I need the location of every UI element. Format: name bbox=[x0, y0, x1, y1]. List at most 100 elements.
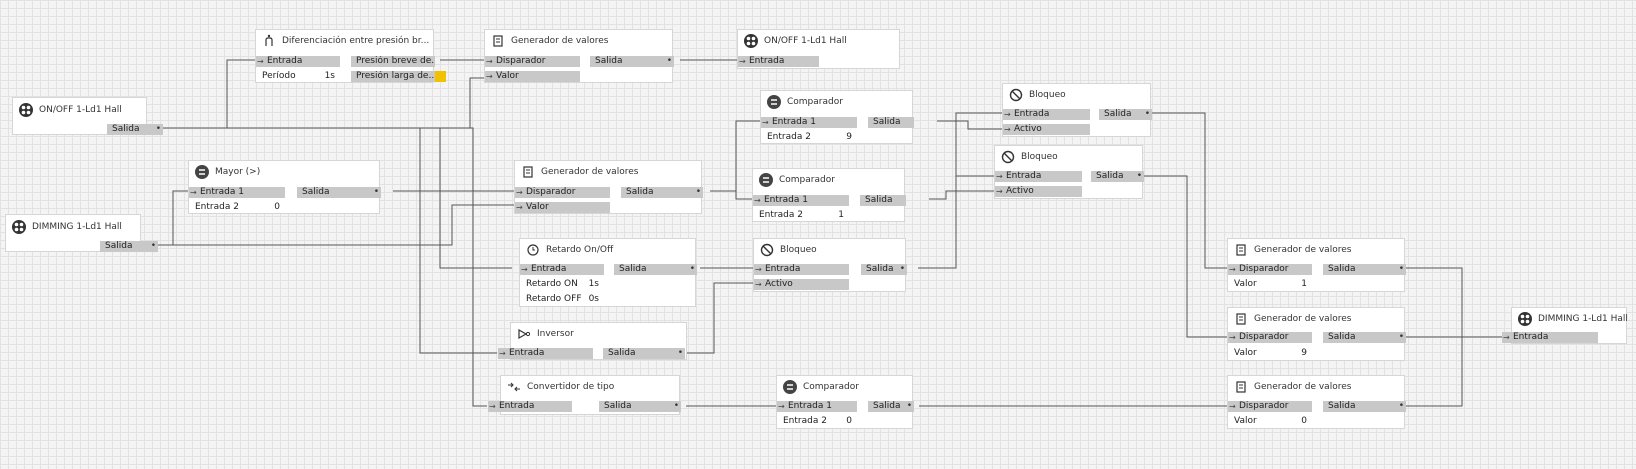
diferenciacion-presion-block[interactable]: Diferenciación entre presión br... →Entr… bbox=[255, 29, 446, 83]
block-title: DIMMING 1-Ld1 Hall bbox=[32, 222, 122, 232]
port-salida[interactable]: Salida• bbox=[1091, 171, 1144, 182]
block-title: Convertidor de tipo bbox=[527, 382, 615, 392]
port-entrada[interactable]: →Entrada bbox=[488, 401, 572, 412]
port-entrada[interactable]: →Entrada bbox=[498, 348, 593, 359]
port-salida[interactable]: Salida• bbox=[861, 264, 907, 275]
generador-valores-block[interactable]: Generador de valores →Disparador →Valor … bbox=[484, 29, 674, 83]
port-disparador[interactable]: →Disparador bbox=[1228, 401, 1312, 412]
dimming-hall-output-node[interactable]: DIMMING 1-Ld1 Hall →Entrada bbox=[1502, 307, 1628, 344]
port-salida[interactable]: Salida• bbox=[621, 187, 703, 198]
port-entrada-1[interactable]: →Entrada 1 bbox=[753, 195, 849, 206]
dimming-hall-input-node[interactable]: DIMMING 1-Ld1 Hall Salida• bbox=[5, 214, 158, 252]
port-salida[interactable]: Salida• bbox=[107, 124, 163, 135]
wire-onoff-to-retardo bbox=[439, 128, 512, 269]
arrow-right-icon: → bbox=[489, 402, 496, 411]
port-salida[interactable]: Salida• bbox=[590, 56, 674, 67]
port-presion-larga[interactable]: Presión larga de... bbox=[351, 71, 435, 82]
port-entrada[interactable]: →Entrada bbox=[520, 264, 604, 275]
block-title: Bloqueo bbox=[1021, 152, 1058, 162]
light-node-icon bbox=[1518, 312, 1532, 326]
port-salida[interactable]: Salida• bbox=[1099, 109, 1152, 120]
arrow-right-icon: → bbox=[996, 172, 1003, 181]
light-node-icon bbox=[744, 34, 758, 48]
port-entrada[interactable]: →Entrada bbox=[1003, 109, 1090, 120]
arrow-right-icon: → bbox=[486, 57, 493, 66]
port-salida[interactable]: Salida• bbox=[297, 187, 381, 198]
onoff-hall-output-node[interactable]: ON/OFF 1-Ld1 Hall →Entrada bbox=[737, 29, 900, 69]
inversor-block[interactable]: Inversor →Entrada Salida• bbox=[498, 322, 687, 360]
block-title: Generador de valores bbox=[511, 36, 609, 46]
block-title: ON/OFF 1-Ld1 Hall bbox=[39, 105, 122, 115]
port-entrada[interactable]: →Entrada bbox=[256, 56, 340, 67]
port-salida[interactable]: Salida• bbox=[614, 264, 697, 275]
generador-valores-block[interactable]: Generador de valores →Disparador →Valor … bbox=[514, 160, 703, 214]
port-valor[interactable]: →Valor bbox=[515, 202, 610, 213]
bloqueo-block[interactable]: Bloqueo →Entrada →Activo Salida• bbox=[1002, 83, 1152, 137]
port-disparador[interactable]: →Disparador bbox=[485, 56, 580, 67]
port-disparador[interactable]: →Disparador bbox=[515, 187, 610, 198]
block-title: Generador de valores bbox=[1254, 382, 1352, 392]
arrow-right-icon: → bbox=[499, 349, 506, 358]
port-disparador[interactable]: →Disparador bbox=[1228, 264, 1312, 275]
block-title: ON/OFF 1-Ld1 Hall bbox=[764, 36, 847, 46]
wire-bloqueo2-to-gen2 bbox=[1144, 175, 1227, 338]
port-activo[interactable]: →Activo bbox=[754, 279, 849, 290]
port-entrada-1[interactable]: →Entrada 1 bbox=[189, 187, 285, 198]
port-entrada[interactable]: →Entrada bbox=[754, 264, 849, 275]
port-salida[interactable]: Salida bbox=[868, 117, 914, 128]
port-salida[interactable]: Salida• bbox=[1323, 401, 1406, 412]
arrow-right-icon: → bbox=[755, 280, 762, 289]
convertidor-tipo-block[interactable]: Convertidor de tipo →Entrada Salida• bbox=[488, 375, 681, 415]
arrow-right-icon: → bbox=[755, 265, 762, 274]
bloqueo-block[interactable]: Bloqueo →Entrada →Activo Salida• bbox=[994, 145, 1144, 199]
port-salida[interactable]: Salida• bbox=[100, 241, 158, 252]
port-salida[interactable]: Salida• bbox=[1323, 264, 1406, 275]
block-title: Comparador bbox=[803, 382, 859, 392]
block-title: Comparador bbox=[779, 175, 835, 185]
block-icon bbox=[1001, 150, 1015, 164]
port-salida[interactable]: Salida• bbox=[599, 401, 681, 412]
port-activo[interactable]: →Activo bbox=[1003, 124, 1090, 135]
block-icon bbox=[760, 243, 774, 257]
port-disparador[interactable]: →Disparador bbox=[1228, 332, 1312, 343]
warning-flag-icon bbox=[435, 71, 446, 82]
port-entrada[interactable]: →Entrada bbox=[1502, 332, 1598, 343]
onoff-hall-input-node[interactable]: ON/OFF 1-Ld1 Hall Salida• bbox=[12, 97, 163, 135]
port-salida[interactable]: Salida• bbox=[868, 401, 914, 412]
value-generator-icon bbox=[523, 166, 533, 178]
port-presion-breve[interactable]: Presión breve de... bbox=[351, 56, 435, 67]
port-salida[interactable]: Salida• bbox=[603, 348, 685, 359]
arrow-right-icon: → bbox=[516, 203, 523, 212]
port-activo[interactable]: →Activo bbox=[995, 186, 1082, 197]
port-entrada[interactable]: →Entrada bbox=[738, 56, 819, 67]
port-valor[interactable]: →Valor bbox=[485, 71, 580, 82]
port-entrada[interactable]: →Entrada bbox=[995, 171, 1082, 182]
bloqueo-block[interactable]: Bloqueo →Entrada →Activo Salida• bbox=[753, 238, 907, 292]
wire-onoff-to-bus bbox=[162, 77, 484, 129]
arrow-right-icon: → bbox=[754, 196, 761, 205]
port-salida[interactable]: Salida bbox=[860, 195, 906, 206]
value-generator-icon bbox=[1236, 313, 1246, 325]
arrow-right-icon: → bbox=[778, 402, 785, 411]
port-salida[interactable]: Salida• bbox=[1323, 332, 1406, 343]
port-entrada-1[interactable]: →Entrada 1 bbox=[777, 401, 857, 412]
port-entrada-1[interactable]: →Entrada 1 bbox=[761, 117, 857, 128]
